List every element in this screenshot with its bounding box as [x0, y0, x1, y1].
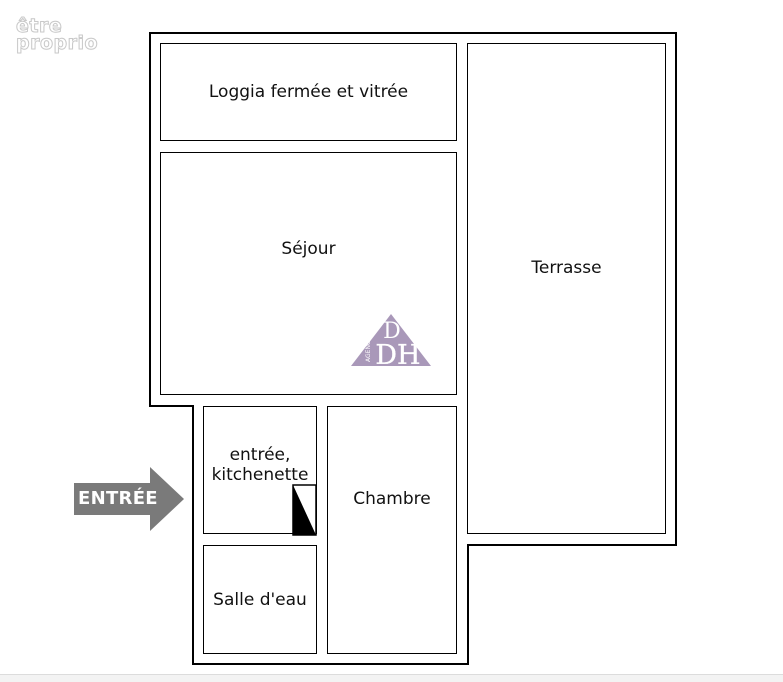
entry-label: ENTRÉE [78, 488, 158, 509]
agency-logo-initials-top: D [383, 319, 401, 344]
entry-arrow-icon [74, 467, 184, 531]
room-loggia: Loggia fermée et vitrée [160, 43, 457, 141]
room-sejour-label: Séjour [281, 239, 336, 259]
agency-logo-triangle [351, 314, 431, 366]
etre-proprio-watermark: être proprio [15, 15, 99, 54]
agency-logo-initials: DH [375, 340, 420, 368]
room-terrasse: Terrasse [467, 43, 666, 534]
room-loggia-label: Loggia fermée et vitrée [208, 82, 409, 102]
room-terrasse-label: Terrasse [531, 258, 602, 278]
kitchen-unit-symbol [292, 484, 317, 536]
watermark-line2: proprio [15, 32, 99, 54]
agency-logo-side-text: AGENCE [365, 337, 372, 362]
room-salle-deau: Salle d'eau [203, 545, 317, 654]
room-chambre-label: Chambre [353, 489, 431, 509]
watermark-line1: être [15, 15, 63, 37]
room-chambre: Chambre [327, 406, 457, 654]
agency-logo: DH D AGENCE [351, 314, 431, 368]
room-salle-deau-label: Salle d'eau [213, 589, 307, 610]
bottom-scroll-edge [0, 674, 783, 682]
room-entree-kitchenette-label: entrée, kitchenette [211, 445, 309, 485]
